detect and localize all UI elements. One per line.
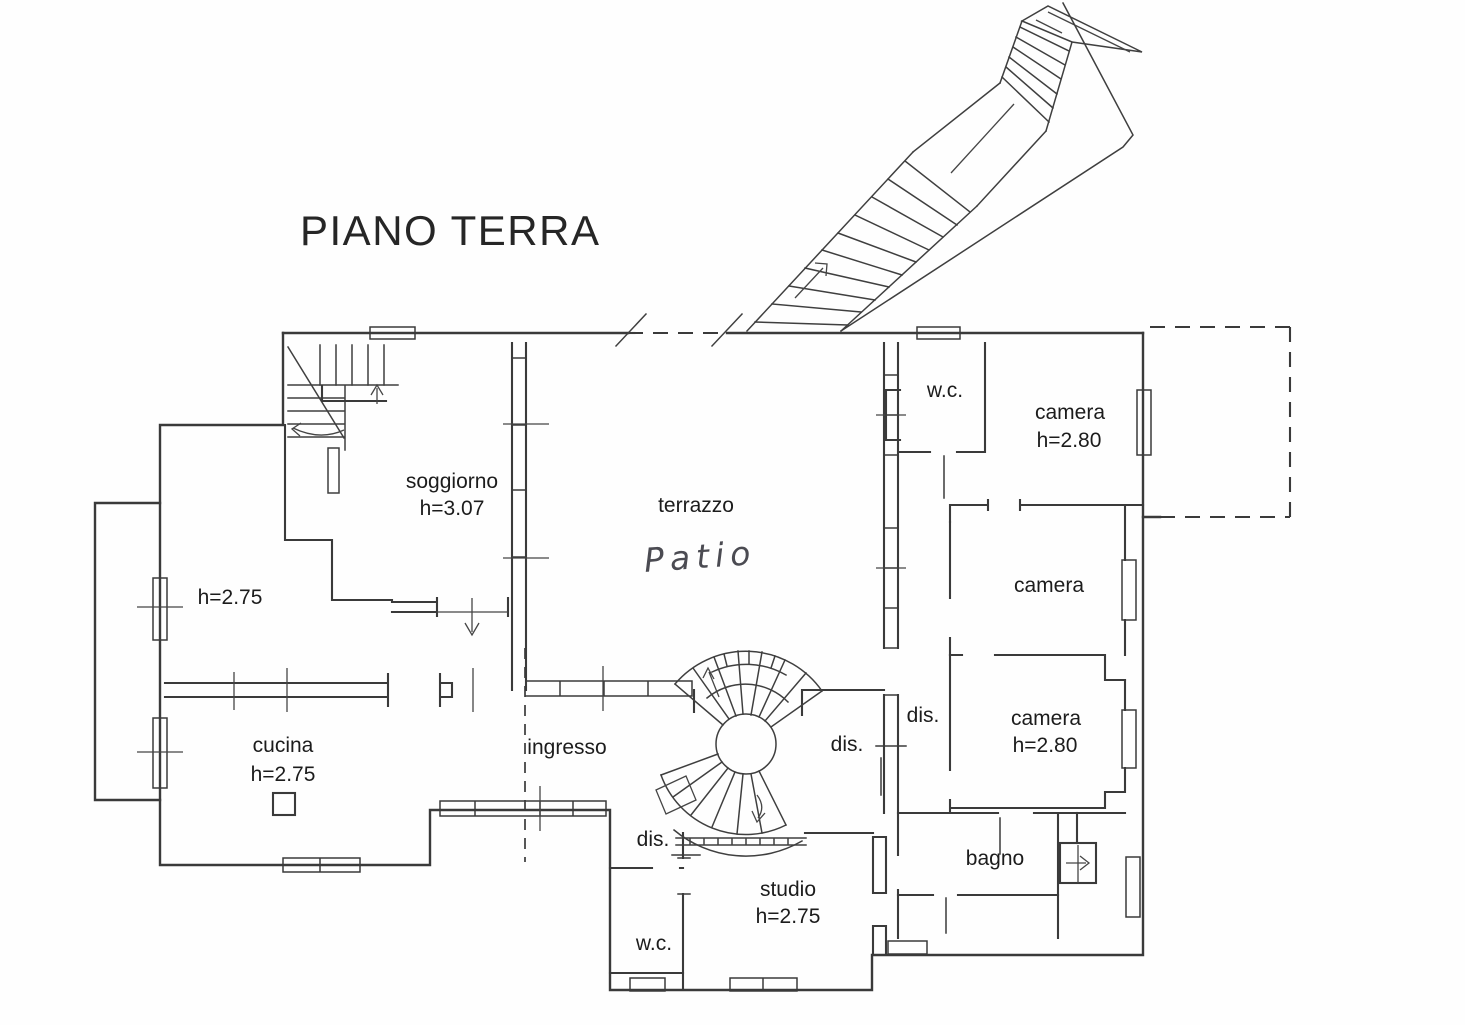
label-dis-bottom: dis. <box>637 828 670 851</box>
room-label-bagno: bagno <box>966 847 1024 870</box>
dashed-annex-outline <box>1141 325 1292 519</box>
plan-title: PIANO TERRA <box>300 207 600 254</box>
room-label-studio: studio <box>760 878 816 901</box>
windows <box>137 326 1152 992</box>
room-label-soggiorno: soggiorno <box>406 470 498 493</box>
room-label-studio-height: h=2.75 <box>756 905 821 928</box>
labels: PIANO TERRA soggiorno h=3.07 terrazzo Pa… <box>198 207 1106 955</box>
room-label-terrazzo: terrazzo <box>658 494 734 517</box>
annotation-dashes <box>671 745 907 856</box>
interior-walls <box>163 341 1145 992</box>
room-label-camera-top: camera <box>1035 401 1105 424</box>
room-label-soggiorno-height: h=3.07 <box>420 497 485 520</box>
handwritten-patio-note: Patio <box>643 533 758 580</box>
room-label-wc-bottom: w.c. <box>635 932 672 955</box>
spiral-staircase <box>655 650 824 857</box>
room-label-camera-bottom: camera <box>1011 707 1081 730</box>
room-label-ingresso: ingresso <box>527 736 606 759</box>
room-label-cucina-height: h=2.75 <box>251 763 316 786</box>
room-label-cucina: cucina <box>253 734 314 757</box>
label-dis-upper: dis. <box>907 704 940 727</box>
label-dis-lower: dis. <box>831 733 864 756</box>
room-label-left-height: h=2.75 <box>198 586 263 609</box>
external-staircase <box>745 1 1143 333</box>
internal-staircase <box>286 344 480 637</box>
room-label-wc-top: w.c. <box>926 379 963 402</box>
room-label-camera-middle: camera <box>1014 574 1084 597</box>
room-label-camera-bottom-height: h=2.80 <box>1013 734 1078 757</box>
room-label-camera-top-height: h=2.80 <box>1037 429 1102 452</box>
